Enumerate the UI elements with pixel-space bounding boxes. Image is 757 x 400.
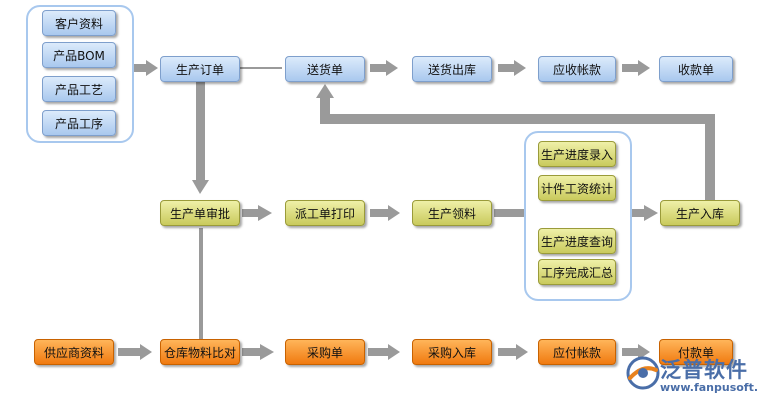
arrow-receivable-to-receipt-shaft <box>622 64 638 72</box>
node-delivery-note: 送货单 <box>285 56 365 82</box>
arrow-payable-to-payment-shaft <box>622 348 638 356</box>
node-production-order: 生产订单 <box>160 56 240 82</box>
arrow-in-to-delivery-up <box>320 96 330 124</box>
node-piecework-wage: 计件工资统计 <box>538 175 616 201</box>
node-production-in: 生产入库 <box>660 200 740 226</box>
arrow-dispatch-to-pick-head <box>388 205 400 221</box>
brand-name: 泛普软件 <box>660 358 748 382</box>
arrow-out-to-receivable-head <box>514 60 526 76</box>
arrow-purchasein-to-payable-head <box>516 344 528 360</box>
arrow-in-to-delivery-vertical <box>705 114 715 204</box>
node-process-summary: 工序完成汇总 <box>538 259 616 285</box>
node-product-procedure: 产品工序 <box>42 110 116 136</box>
arrow-payable-to-payment-head <box>638 344 650 360</box>
arrow-group-to-order-head <box>146 60 158 76</box>
arrow-order-to-approval-head <box>192 180 209 194</box>
node-product-process: 产品工艺 <box>42 76 116 102</box>
node-receipt: 收款单 <box>659 56 733 82</box>
node-purchase-order: 采购单 <box>285 339 365 365</box>
node-progress-entry: 生产进度录入 <box>538 141 616 167</box>
brand-watermark: 泛普软件 www.fanpusoft.com <box>624 352 757 396</box>
node-customer-info: 客户资料 <box>42 10 116 36</box>
arrow-pick-to-in-head <box>644 205 658 221</box>
arrow-purchase-to-in-shaft <box>368 348 388 356</box>
node-dispatch-print: 派工单打印 <box>285 200 365 226</box>
node-material-compare: 仓库物料比对 <box>160 339 240 365</box>
arrow-group-to-order-shaft <box>132 64 146 72</box>
arrow-dispatch-to-pick-shaft <box>370 209 388 217</box>
arrow-delivery-to-out-shaft <box>370 64 386 72</box>
node-payable: 应付帐款 <box>538 339 616 365</box>
arrow-supplier-to-compare-shaft <box>118 348 140 356</box>
fanpu-logo-icon <box>626 356 660 390</box>
arrow-compare-to-purchase-head <box>260 344 274 360</box>
arrow-delivery-to-out-head <box>386 60 398 76</box>
arrow-approval-to-dispatch-head <box>258 205 272 221</box>
node-receivable: 应收帐款 <box>538 56 616 82</box>
arrow-order-to-approval-shaft <box>196 82 205 182</box>
node-purchase-in: 采购入库 <box>412 339 492 365</box>
arrow-out-to-receivable-shaft <box>498 64 514 72</box>
arrow-purchase-to-in-head <box>388 344 400 360</box>
node-payment: 付款单 <box>659 339 733 365</box>
line-approval-to-compare <box>199 228 203 340</box>
arrow-compare-to-purchase-shaft <box>242 348 260 356</box>
node-delivery-out: 送货出库 <box>412 56 492 82</box>
arrow-receivable-to-receipt-head <box>638 60 650 76</box>
arrow-in-to-delivery-head <box>316 84 334 98</box>
brand-url: www.fanpusoft.com <box>660 381 757 394</box>
node-order-approval: 生产单审批 <box>160 200 240 226</box>
arrow-in-to-delivery-horizontal <box>330 114 715 124</box>
arrow-purchasein-to-payable-shaft <box>498 348 516 356</box>
node-progress-query: 生产进度查询 <box>538 228 616 254</box>
arrow-approval-to-dispatch-shaft <box>242 209 258 217</box>
arrow-supplier-to-compare-head <box>140 344 152 360</box>
node-supplier-info: 供应商资料 <box>34 339 114 365</box>
node-material-pick: 生产领料 <box>412 200 492 226</box>
node-product-bom: 产品BOM <box>42 42 116 68</box>
